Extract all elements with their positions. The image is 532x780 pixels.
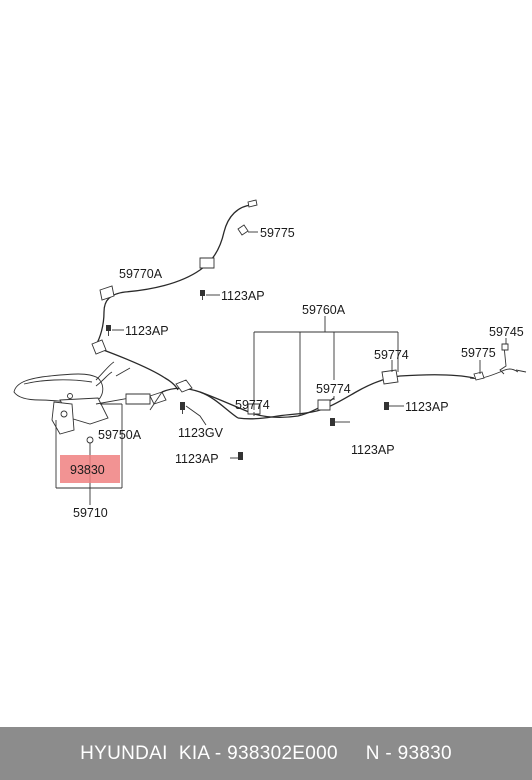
part-number-footer: HYUNDAI KIA - 938302E000 N - 93830	[0, 727, 532, 780]
label-1123AP-c: 1123AP	[405, 400, 449, 414]
label-1123GV: 1123GV	[178, 426, 224, 440]
label-59775-top: 59775	[260, 226, 295, 240]
label-59774-b: 59774	[316, 382, 351, 396]
bolt-1123AP-d	[330, 418, 350, 426]
equalizer-cable	[149, 379, 239, 419]
label-59775-right: 59775	[461, 346, 496, 360]
parking-brake-lever-59710	[13, 361, 151, 435]
footer-text: HYUNDAI KIA - 938302E000 N - 93830	[80, 742, 452, 764]
bolt-1123GV	[180, 402, 207, 426]
label-59774-a: 59774	[374, 348, 409, 362]
clip-59775-top	[237, 224, 258, 236]
label-59710: 59710	[73, 506, 108, 520]
label-1123AP-e: 1123AP	[175, 452, 219, 466]
label-1123AP-d: 1123AP	[351, 443, 395, 457]
bolt-1123AP-e	[230, 452, 243, 460]
front-cable-59770A	[91, 199, 258, 391]
label-1123AP-a: 1123AP	[221, 289, 265, 303]
parts-diagram: 59775 59770A 1123AP 1123AP 59760A 59745 …	[13, 199, 527, 520]
bolt-1123AP-a	[200, 290, 220, 300]
highlight-box-93830	[60, 455, 120, 483]
label-59774-c: 59774	[235, 398, 270, 412]
label-93830: 93830	[70, 463, 105, 477]
bolt-1123AP-b	[106, 325, 124, 336]
leader-lines	[55, 316, 507, 505]
label-59750A: 59750A	[98, 428, 142, 442]
label-59745: 59745	[489, 325, 524, 339]
bolt-1123AP-c	[384, 402, 404, 410]
label-59770A: 59770A	[119, 267, 163, 281]
label-59760A: 59760A	[302, 303, 346, 317]
label-1123AP-b: 1123AP	[125, 324, 169, 338]
